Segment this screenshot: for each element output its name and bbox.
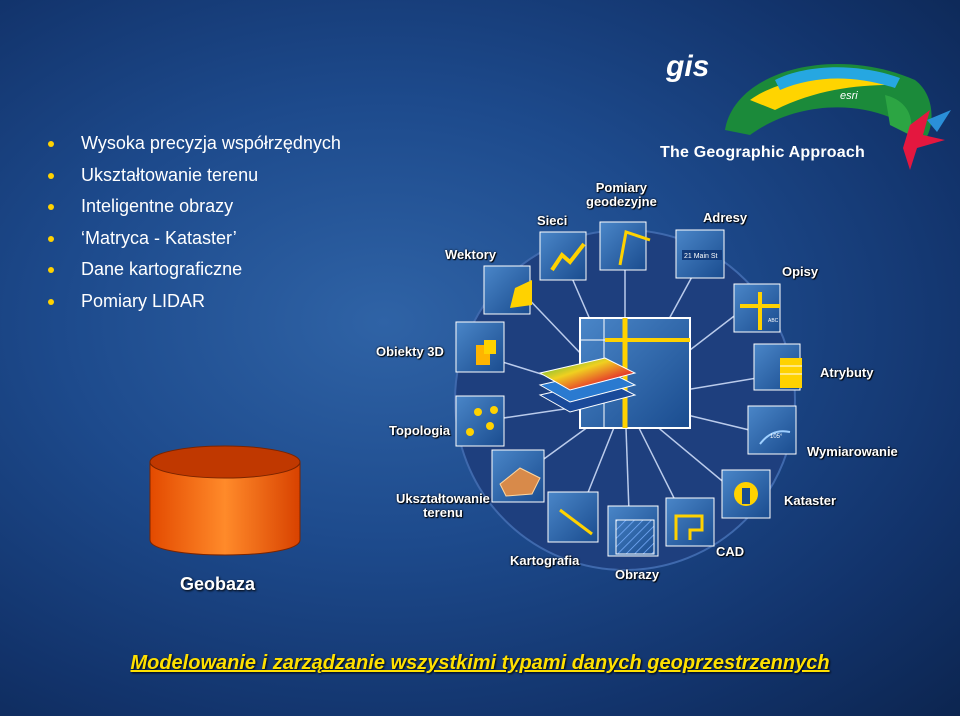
label-atrybuty: Atrybuty — [820, 365, 874, 380]
label-topologia: Topologia — [389, 423, 451, 438]
bullet-item: Dane kartograficzne — [48, 254, 341, 286]
bullet-item: Inteligentne obrazy — [48, 191, 341, 223]
tile-sieci — [539, 231, 587, 281]
dimension-icon-text: 105° — [770, 434, 783, 440]
tile-obiekty-3d — [455, 321, 505, 373]
tile-wektory — [483, 265, 532, 315]
label-uksztaltowanie-terenu: Ukształtowanie terenu — [396, 491, 490, 520]
tile-atrybuty — [753, 343, 802, 391]
tile-wymiarowanie: 105° — [747, 405, 797, 455]
tile-kartografia — [547, 491, 599, 543]
bullet-list: Wysoka precyzja współrzędnych Ukształtow… — [48, 128, 341, 317]
bullet-item: Wysoka precyzja współrzędnych — [48, 128, 341, 160]
label-kataster: Kataster — [784, 493, 837, 508]
tile-topologia — [455, 395, 505, 447]
bullet-item: Pomiary LIDAR — [48, 286, 341, 318]
logo-gis-text: gis — [666, 50, 710, 83]
tile-adresy: 21 Main St — [675, 229, 725, 279]
label-wymiarowanie: Wymiarowanie — [807, 444, 898, 459]
label-pomiary-geodezyjne: Pomiary geodezyjne — [586, 180, 657, 209]
tile-uksztaltowanie — [491, 449, 545, 503]
bullet-item: Ukształtowanie terenu — [48, 160, 341, 192]
label-kartografia: Kartografia — [510, 553, 580, 568]
tile-kataster — [721, 469, 771, 519]
label-sieci: Sieci — [537, 213, 568, 228]
tile-obrazy — [607, 505, 659, 557]
stacked-layers-icon — [538, 357, 637, 413]
geodatabase-cylinder-icon — [149, 445, 301, 556]
logo-tagline: The Geographic Approach — [660, 144, 865, 161]
label-cad: CAD — [716, 544, 745, 559]
tile-pomiary — [599, 221, 651, 271]
tile-cad — [665, 497, 715, 547]
label-obiekty-3d: Obiekty 3D — [376, 344, 444, 359]
kataster-icon-text: ABC — [768, 318, 779, 324]
label-opisy: Opisy — [782, 264, 819, 279]
tile-opisy: ABC — [733, 283, 781, 333]
label-adresy: Adresy — [703, 210, 748, 225]
geobaza-label: Geobaza — [180, 574, 256, 594]
adresy-icon-text: 21 Main St — [684, 253, 718, 260]
logo-esri-text: esri — [840, 90, 858, 102]
bullet-item: ‘Matryca - Kataster’ — [48, 223, 341, 255]
label-obrazy: Obrazy — [615, 567, 660, 582]
footer-caption: Modelowanie i zarządzanie wszystkimi typ… — [130, 652, 830, 674]
label-wektory: Wektory — [445, 247, 497, 262]
gis-globe-logo — [725, 64, 951, 170]
